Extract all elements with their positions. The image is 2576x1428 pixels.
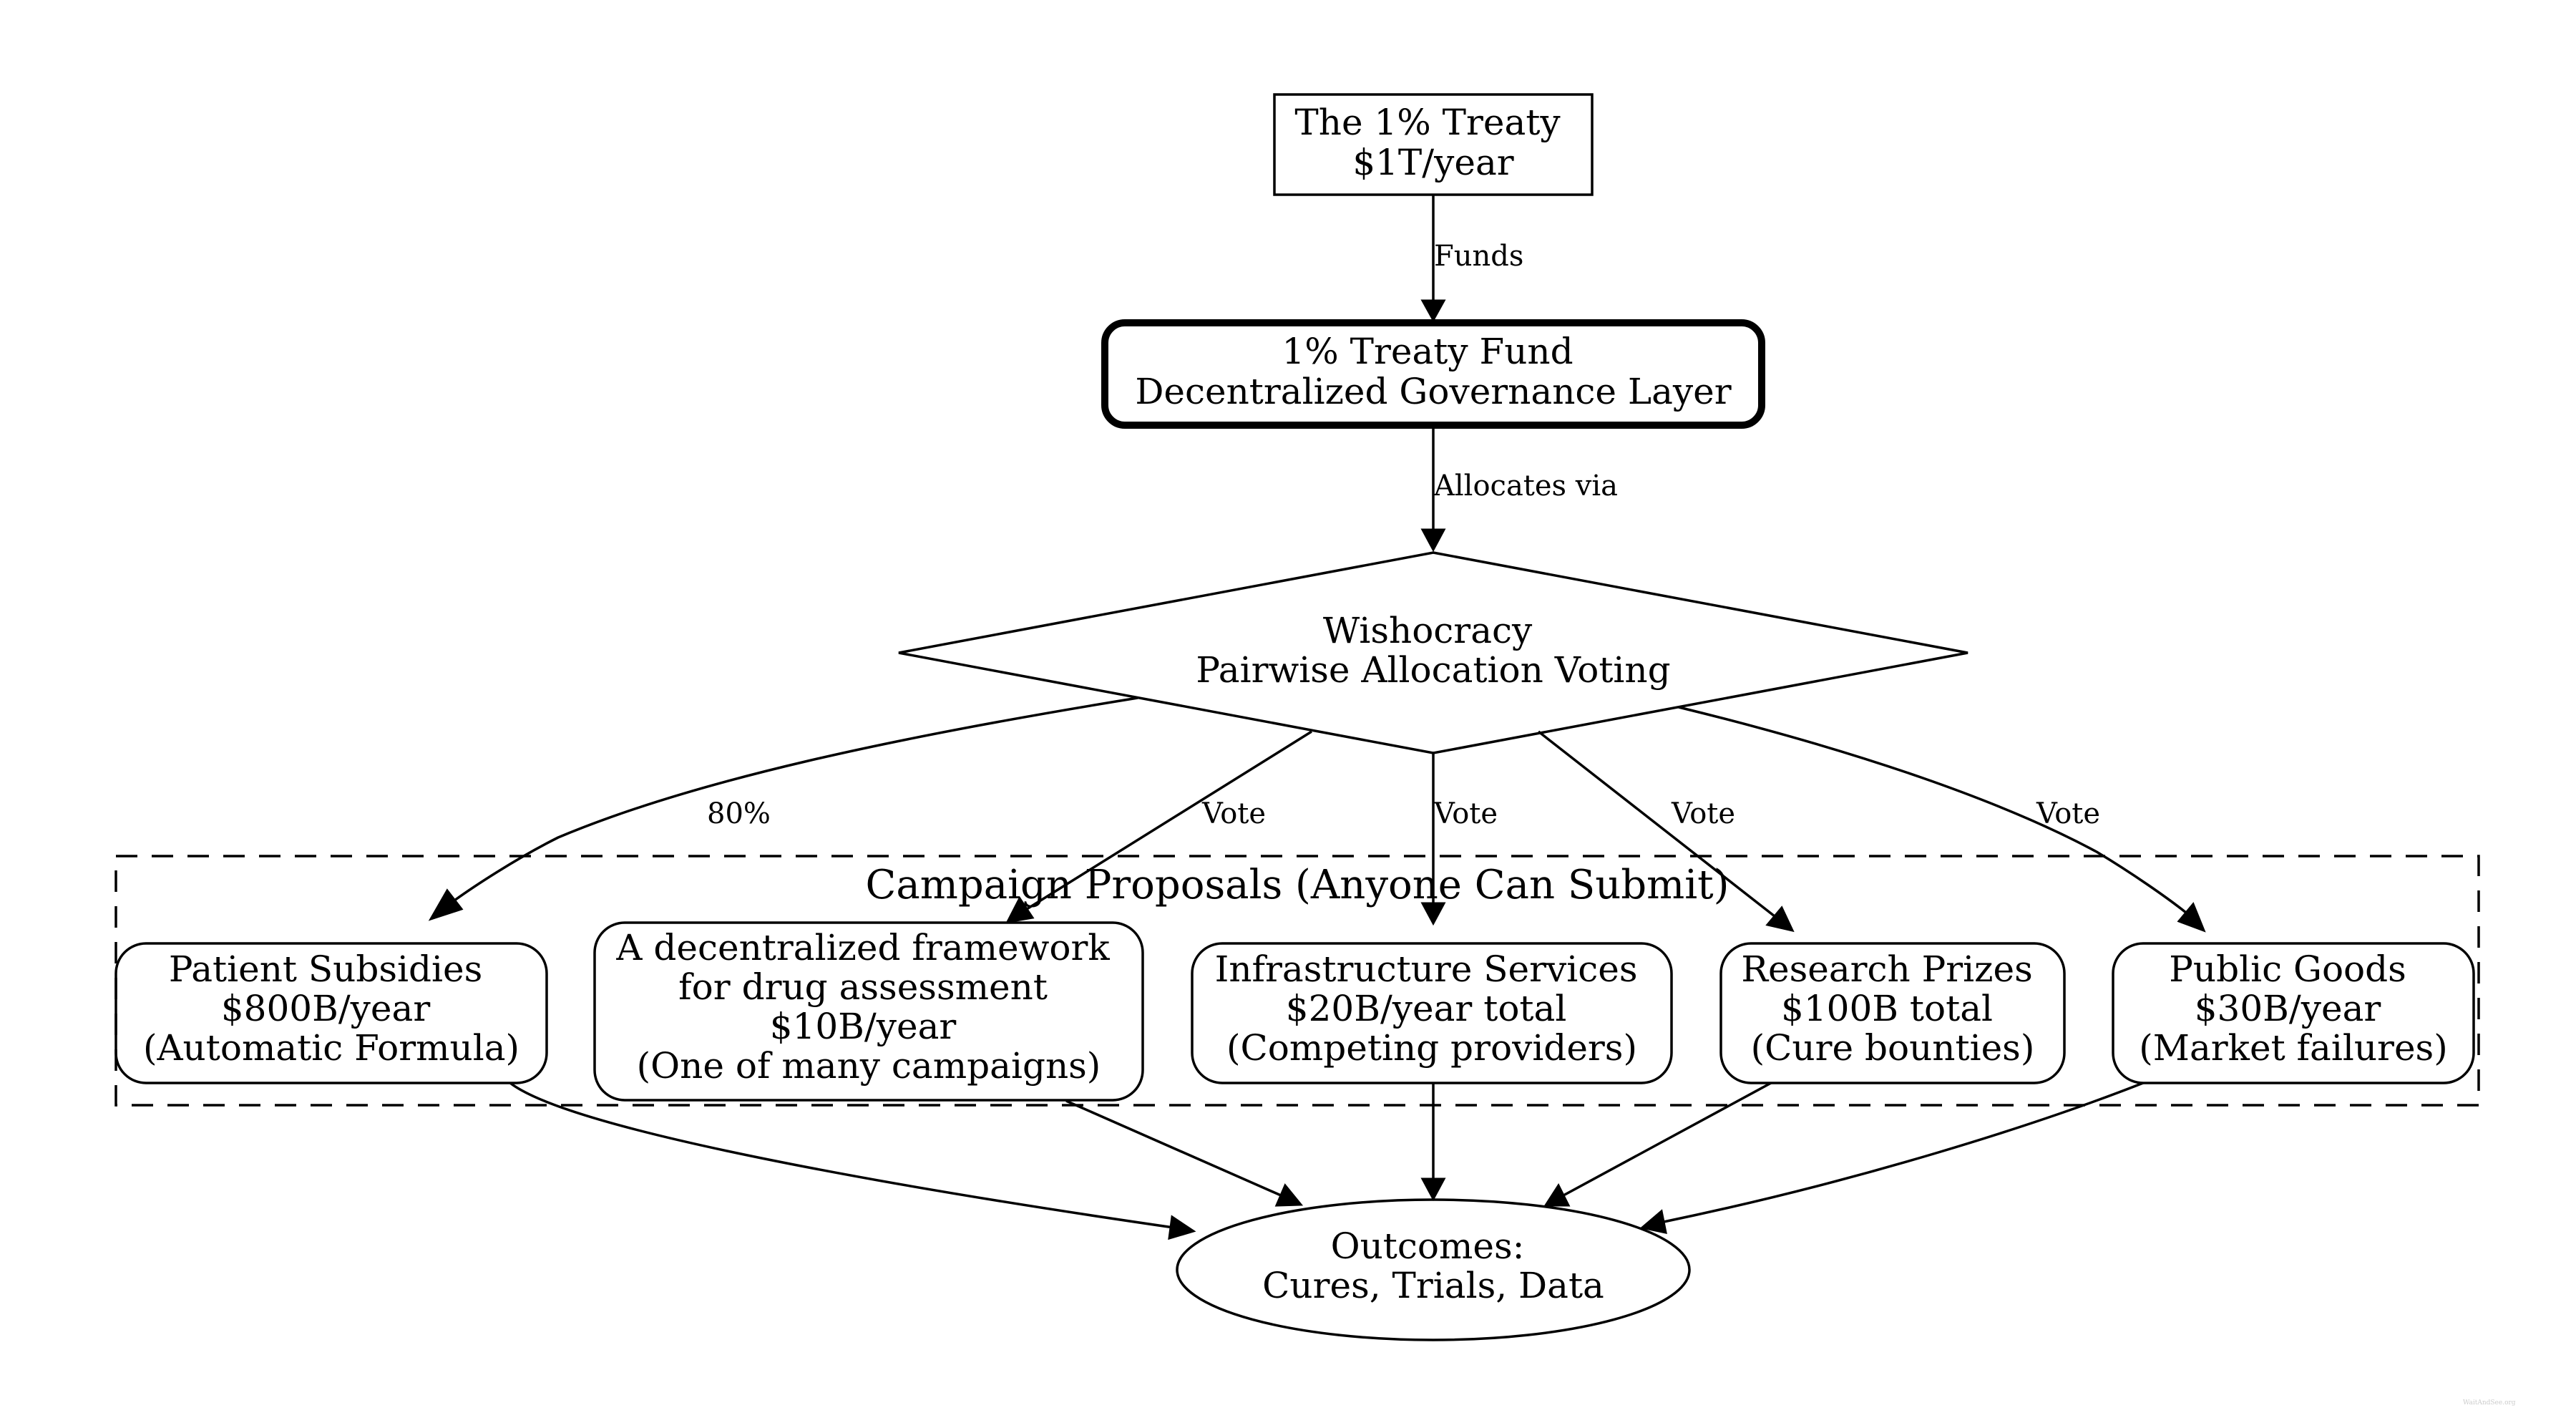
research-prizes-line-1: Research Prizes [1741,948,2032,990]
svg-text:Outcomes: Cures, Trials,: Outcomes: Cures, Trials, Data [1262,1225,1604,1306]
drug-framework-line-2: for drug assessment [678,966,1048,1008]
drug-framework-line-1: A decentralized framework [615,927,1110,968]
svg-text:Wishocracy Pairwise Allo: Wishocracy Pairwise Allocation Voting [1196,610,1670,691]
node-fund: 1% Treaty Fund Decentralized Governance … [1101,319,1765,429]
svg-text:Research Prizes $100B to: Research Prizes $100B total (Cure bounti… [1741,948,2044,1069]
node-treaty: The 1% Treaty $1T/year [1273,93,1594,196]
node-infrastructure: Infrastructure Services $20B/year total … [1191,942,1673,1084]
node-wishocracy: Wishocracy Pairwise Allocation Voting [898,551,1968,754]
edge-label-funds: Funds [1434,240,1523,273]
svg-text:The 1% Treaty $1T/year: The 1% Treaty $1T/year [1294,102,1571,183]
node-outcomes: Outcomes: Cures, Trials, Data [1176,1198,1691,1341]
infrastructure-line-1: Infrastructure Services [1215,948,1638,990]
svg-text:1% Treaty Fund Decentral: 1% Treaty Fund Decentralized Governance … [1135,331,1731,412]
edge-label-vote-1: Vote [1201,797,1266,830]
fund-line-2: Decentralized Governance Layer [1135,371,1731,412]
edge-wishocracy-to-infrastructure [1420,752,1446,926]
edge-public-goods-to-outcomes [1639,1082,2144,1234]
edge-patient-subsidies-to-outcomes [509,1082,1196,1240]
treaty-line-2: $1T/year [1352,142,1513,183]
wishocracy-line-1: Wishocracy [1323,610,1533,651]
edge-wishocracy-to-patient-subsidies [428,696,1138,921]
public-goods-line-1: Public Goods [2169,948,2406,990]
cluster-label: Campaign Proposals (Anyone Can Submit) [866,862,1729,908]
svg-text:Infrastructure Services: Infrastructure Services $20B/year total … [1215,948,1649,1069]
edge-wishocracy-to-drug-framework [1005,730,1312,923]
svg-text:Public Goods $30B/year: Public Goods $30B/year (Market failures) [2139,948,2447,1069]
patient-subsidies-line-3: (Automatic Formula) [143,1027,519,1069]
infrastructure-line-2: $20B/year total [1286,988,1567,1029]
drug-framework-line-3: $10B/year [770,1006,957,1047]
watermark: WaitAndSee.org [2463,1399,2516,1407]
fund-line-1: 1% Treaty Fund [1282,331,1573,372]
edge-treaty-to-fund [1420,195,1446,323]
svg-text:Patient Subsidies $800B/: Patient Subsidies $800B/year (Automatic … [143,948,519,1069]
outcomes-line-2: Cures, Trials, Data [1262,1265,1604,1306]
edge-label-allocates-via: Allocates via [1433,470,1618,502]
edge-fund-to-wishocracy [1420,427,1446,553]
treaty-line-1: The 1% Treaty [1294,102,1561,143]
edge-wishocracy-to-public-goods [1678,706,2206,933]
edge-label-vote-3: Vote [1671,797,1735,830]
public-goods-line-3: (Market failures) [2139,1027,2447,1069]
research-prizes-line-2: $100B total [1781,988,1993,1029]
edge-infrastructure-to-outcomes [1420,1083,1446,1202]
edge-label-vote-4: Vote [2036,797,2100,830]
wishocracy-line-2: Pairwise Allocation Voting [1196,649,1670,691]
edge-label-80-percent: 80% [707,797,771,830]
node-research-prizes: Research Prizes $100B total (Cure bounti… [1719,942,2066,1084]
edge-research-prizes-to-outcomes [1543,1082,1772,1207]
public-goods-line-2: $30B/year [2195,988,2381,1029]
outcomes-line-1: Outcomes: [1331,1225,1525,1267]
edge-wishocracy-to-research-prizes [1537,730,1795,933]
svg-text:A decentralized framework: A decentralized framework for drug asses… [615,927,1121,1087]
patient-subsidies-line-1: Patient Subsidies [169,948,482,990]
node-patient-subsidies: Patient Subsidies $800B/year (Automatic … [114,942,548,1084]
edge-drug-framework-to-outcomes [1065,1099,1304,1207]
node-drug-framework: A decentralized framework for drug asses… [593,921,1144,1102]
node-public-goods: Public Goods $30B/year (Market failures) [2112,942,2475,1084]
research-prizes-line-3: (Cure bounties) [1751,1027,2035,1069]
drug-framework-line-4: (One of many campaigns) [637,1045,1101,1087]
patient-subsidies-line-2: $800B/year [221,988,430,1029]
infrastructure-line-3: (Competing providers) [1226,1027,1637,1069]
edge-label-vote-2: Vote [1433,797,1498,830]
